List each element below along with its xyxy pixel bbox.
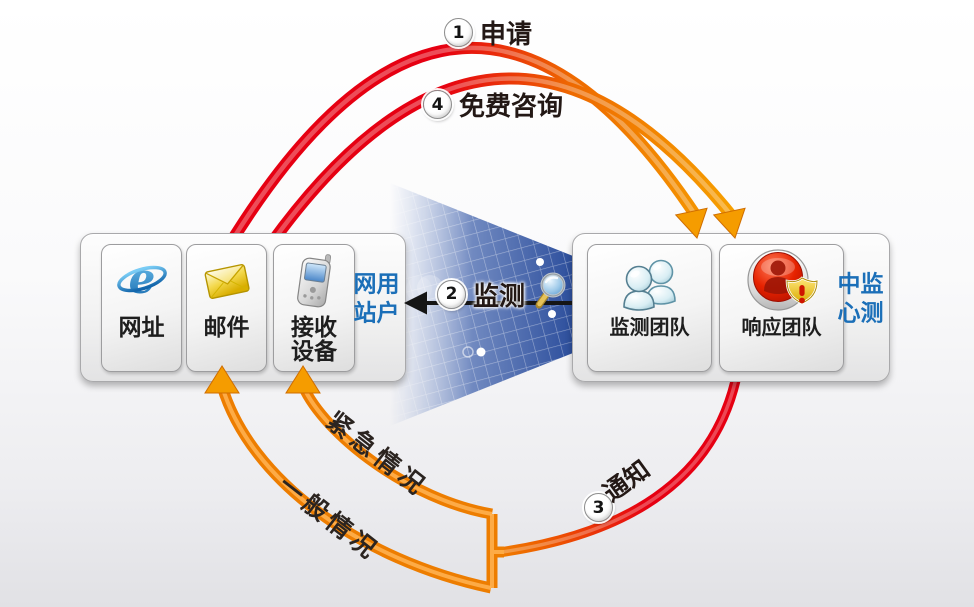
svg-text:e: e: [128, 254, 155, 303]
card-label-website: 网址: [118, 315, 165, 341]
card-label-monitor-team: 监测团队: [609, 315, 690, 339]
step-consult: 4 免费咨询: [423, 86, 563, 123]
team-icon: [612, 245, 688, 317]
consult-arrowhead: [712, 207, 746, 239]
user-website-box: e 网址: [80, 233, 406, 382]
step-apply-label: 申请: [480, 20, 533, 50]
step-consult-label: 免费咨询: [459, 92, 564, 122]
emergency-arrowhead: [285, 365, 321, 394]
step-number-badge: 4: [423, 90, 452, 119]
step-number-badge: 1: [444, 18, 473, 47]
website-card: e 网址: [101, 244, 182, 372]
step-notify: 3 通知: [584, 455, 655, 522]
apply-arrowhead: [674, 207, 708, 239]
magnifier-icon: [534, 272, 568, 316]
step-monitor: 2 监测: [437, 272, 568, 316]
device-card: 接收设备: [273, 244, 355, 372]
alert-button-icon: [740, 245, 824, 317]
general-arrowhead: [204, 365, 240, 394]
card-label-device: 接收设备: [291, 315, 337, 365]
mobile-phone-icon: [286, 245, 342, 317]
left-box-title: 用户网站: [349, 270, 398, 329]
step-number-badge: 3: [584, 493, 613, 522]
consult-arc: [265, 72, 740, 249]
step-number-badge: 2: [437, 279, 466, 309]
card-label-email: 邮件: [203, 315, 250, 341]
notify-arc: [501, 372, 742, 557]
step-monitor-label: 监测: [473, 281, 526, 312]
email-card: 邮件: [186, 244, 267, 372]
beam-sparkle-dots: [462, 258, 556, 358]
ie-browser-icon: e: [114, 245, 170, 317]
apply-arc: [222, 42, 701, 251]
step-apply: 1 申请: [444, 14, 532, 51]
monitor-center-box: 监测团队: [572, 233, 890, 382]
right-box-title: 监测中心: [833, 270, 882, 329]
envelope-icon: [199, 245, 255, 317]
notify-branch-lines: [216, 383, 504, 594]
response-team-card: 响应团队: [719, 244, 844, 372]
monitor-team-card: 监测团队: [587, 244, 712, 372]
card-label-response-team: 响应团队: [741, 315, 822, 339]
